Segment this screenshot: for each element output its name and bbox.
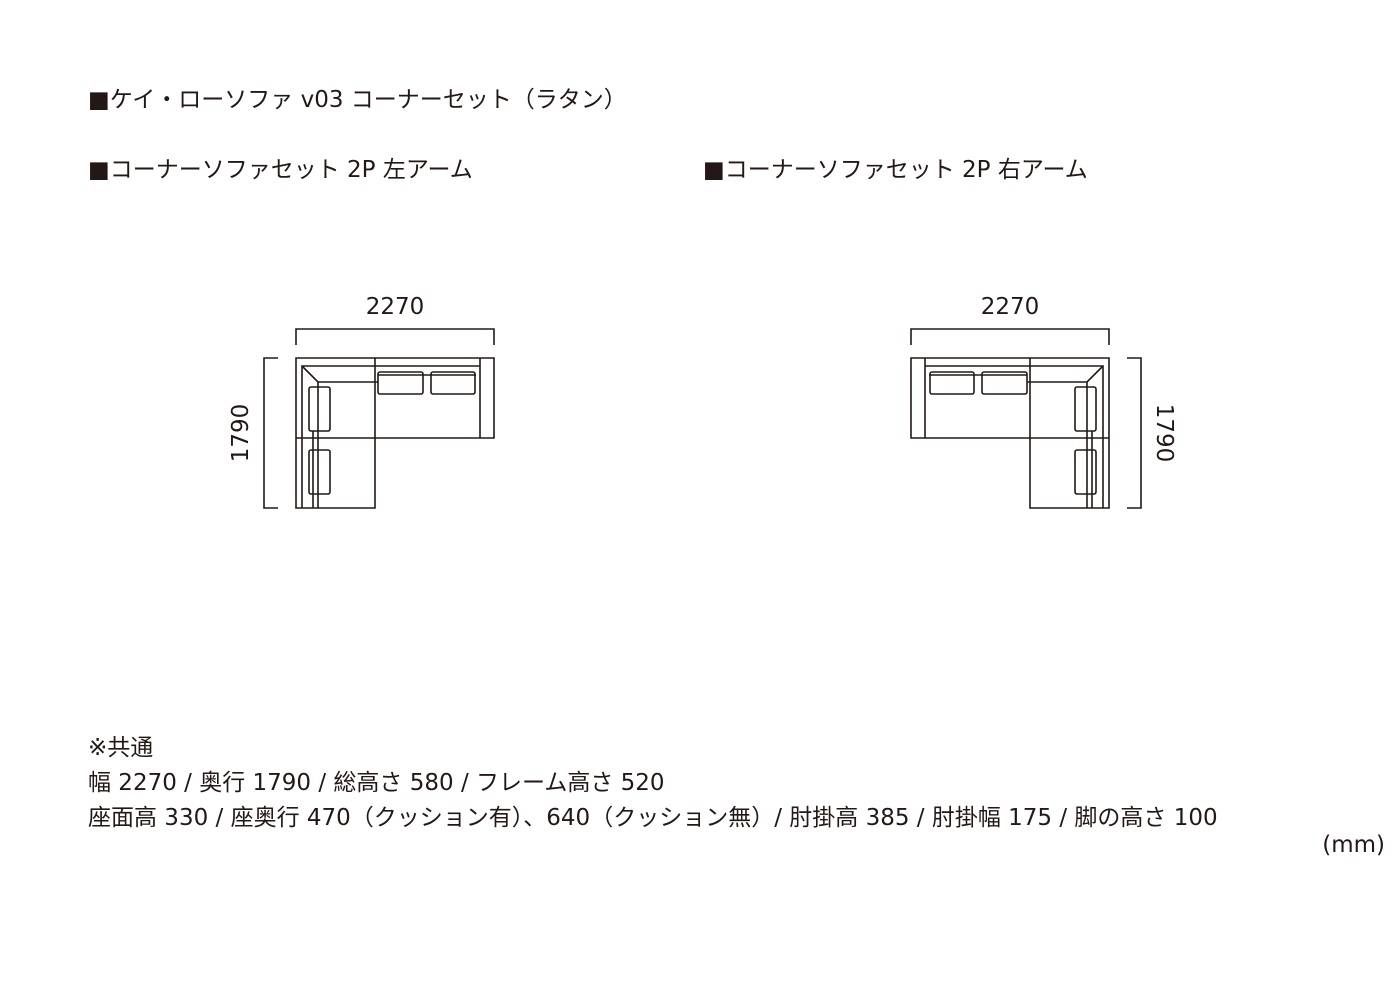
right-arm-heading: ■コーナーソファセット 2P 右アーム bbox=[703, 157, 1088, 183]
right-depth-label: 1790 bbox=[1151, 404, 1177, 463]
notes-line-1: 幅 2270 / 奥行 1790 / 総高さ 580 / フレーム高さ 520 bbox=[88, 770, 665, 796]
sofa-right-arm-plan bbox=[910, 328, 1142, 509]
left-width-label: 2270 bbox=[366, 294, 425, 320]
left-depth-label: 1790 bbox=[228, 404, 254, 463]
notes-label: ※共通 bbox=[88, 735, 154, 761]
right-width-label: 2270 bbox=[981, 294, 1040, 320]
sofa-left-arm-plan bbox=[263, 328, 495, 509]
notes-line-2: 座面高 330 / 座奥行 470（クッション有）、640（クッション無）/ 肘… bbox=[88, 805, 1218, 831]
unit-label: (mm) bbox=[1322, 832, 1385, 858]
left-arm-heading: ■コーナーソファセット 2P 左アーム bbox=[88, 157, 473, 183]
page-title: ■ケイ・ローソファ v03 コーナーセット（ラタン） bbox=[88, 87, 627, 113]
